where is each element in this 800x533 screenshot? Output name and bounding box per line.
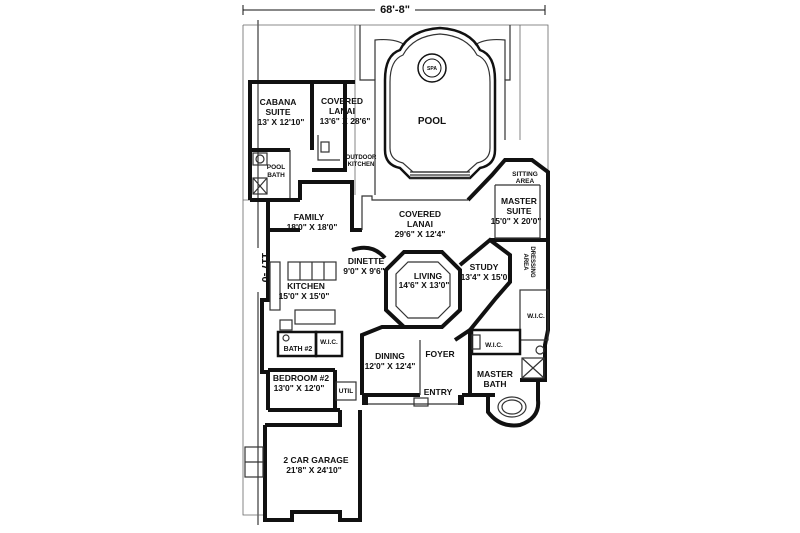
cabana-suite-size: 13' X 12'10" (258, 117, 305, 127)
dining-size: 12'0" X 12'4" (365, 361, 416, 371)
bedroom2-walls (268, 368, 357, 410)
master-bath-name-1: MASTER (477, 369, 513, 379)
study-size: 13'4" X 15'0" (461, 272, 512, 282)
dressing-area-name-1: DRESSING (529, 246, 535, 278)
width-label: 68'-8" (380, 4, 410, 16)
covered-lanai-main-name-1: COVERED (399, 209, 441, 219)
wic-master-bath-label: W.I.C. (485, 342, 503, 349)
main-house-walls (260, 180, 362, 412)
util-label: UTIL (339, 388, 353, 395)
garage-name: 2 CAR GARAGE (283, 455, 349, 465)
spa: SPA (417, 53, 447, 83)
dinette-size: 9'0" X 9'6" (343, 266, 384, 276)
living-name: LIVING (414, 271, 443, 281)
wic-bath2-label: W.I.C. (320, 339, 338, 346)
master-wing-walls (466, 158, 550, 382)
bedroom2-name: BEDROOM #2 (273, 373, 329, 383)
garage-size: 21'8" X 24'10" (286, 465, 342, 475)
sitting-area-name-2: AREA (516, 178, 535, 185)
dressing-area-label: DRESSING AREA (522, 246, 535, 278)
covered-lanai-main-size: 29'6" X 12'4" (395, 229, 446, 239)
master-bath-walls (470, 328, 545, 397)
master-suite-name-2: SUITE (506, 206, 531, 216)
covered-lanai-main-name-2: LANAI (407, 219, 433, 229)
wic-master-label: W.I.C. (527, 313, 545, 320)
master-suite-name-1: MASTER (501, 196, 537, 206)
covered-lanai-top-name-1: COVERED (321, 96, 363, 106)
study-name: STUDY (470, 262, 499, 272)
master-bath-tub-bay (486, 380, 541, 428)
dinette-name: DINETTE (348, 256, 385, 266)
sitting-area-name-1: SITTING (512, 171, 538, 178)
spa-label: SPA (427, 66, 437, 72)
living-walls (384, 250, 462, 329)
pool-deck (359, 25, 511, 195)
family-size: 18'0" X 18'0" (287, 222, 338, 232)
living-size: 14'6" X 13'0" (399, 280, 450, 290)
cabana-suite-name-1: CABANA (260, 97, 297, 107)
study-walls (458, 237, 512, 332)
kitchen-size: 15'0" X 15'0" (279, 291, 330, 301)
master-bath-name-2: BATH (484, 379, 507, 389)
dining-walls (360, 325, 472, 397)
foyer-label: FOYER (425, 349, 454, 359)
entry-label: ENTRY (424, 387, 453, 397)
pool-bath-name-2: BATH (267, 172, 285, 179)
entry-porch (362, 395, 464, 407)
bath2-label: BATH #2 (284, 346, 313, 353)
dining-name: DINING (375, 351, 405, 361)
width-dimension: 68'-8" (242, 2, 546, 16)
pool-bath-name-1: POOL (267, 164, 285, 171)
outdoor-kitchen-counter (317, 135, 340, 161)
pool-bath-fixtures (252, 152, 268, 195)
master-suite-size: 15'0" X 20'0" (491, 216, 542, 226)
covered-lanai-top-name-2: LANAI (329, 106, 355, 116)
kitchen-counters (269, 261, 337, 331)
living-ceiling (395, 261, 451, 319)
covered-lanai-top-size: 13'6" X 28'6" (320, 116, 371, 126)
bedroom2-size: 13'0" X 12'0" (274, 383, 325, 393)
pool-label: POOL (418, 116, 446, 127)
cabana-suite-name-2: SUITE (265, 107, 290, 117)
garage-walls (244, 410, 362, 522)
lanai-edge (361, 195, 468, 230)
bath2-walls (276, 330, 344, 358)
dinette-bay (351, 245, 387, 260)
dressing-area-name-2: AREA (522, 253, 528, 271)
family-name: FAMILY (294, 212, 325, 222)
kitchen-name: KITCHEN (287, 281, 325, 291)
master-wic (519, 289, 549, 341)
outdoor-kitchen-name-2: KITCHEN (348, 162, 375, 168)
pool (383, 26, 497, 180)
outdoor-kitchen-name-1: OUTDOOR (346, 155, 377, 161)
